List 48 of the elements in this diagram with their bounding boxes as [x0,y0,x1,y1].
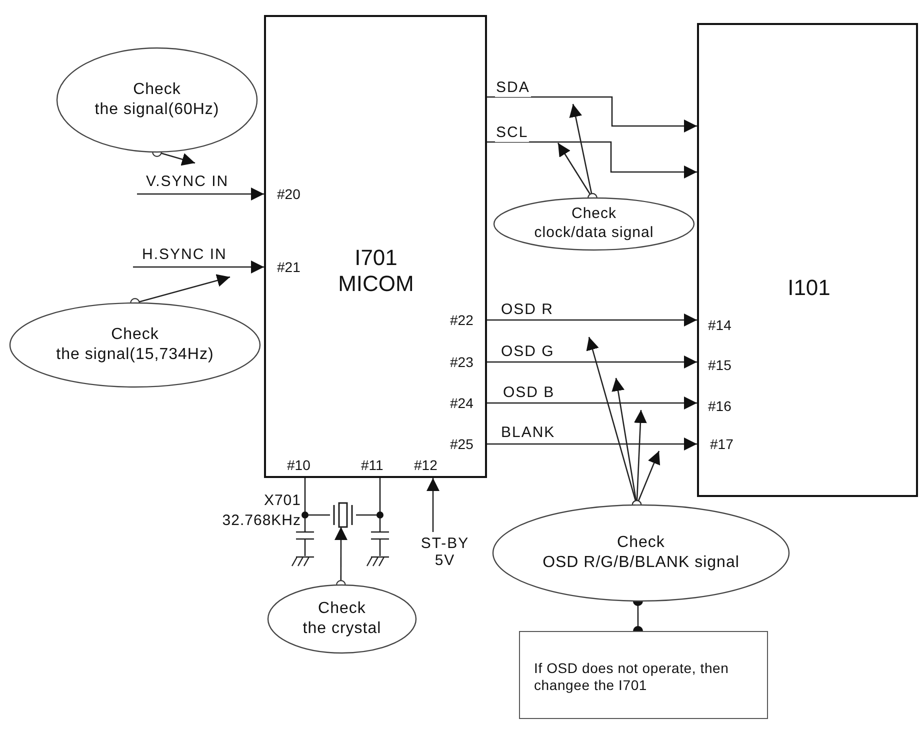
signal-arrow [426,478,440,532]
note-text: Check [133,80,181,100]
check-ellipse [493,505,789,601]
check-ellipse [268,585,416,653]
wire [356,478,381,516]
chip-label: I101 [786,275,832,302]
pin-number: #15 [708,357,732,373]
pin-number: #14 [708,317,732,333]
pin-number: #10 [287,457,310,473]
pin-number: #16 [708,398,732,414]
signal-arrow [137,188,264,200]
note-text: the signal(60Hz) [94,100,220,120]
signal-arrow [487,141,697,178]
pin-number: #17 [710,436,734,452]
signal-arrow [487,96,697,132]
pin-number: #22 [450,312,474,328]
pin-number: #20 [277,186,300,202]
signal-arrow [133,260,264,274]
note-text: If OSD does not operate, then changee the I701 [534,660,730,694]
note-text: Check [111,325,159,345]
signal-arrow [487,438,697,450]
check-ellipse [57,48,257,152]
pin-number: #24 [450,395,474,411]
pin-number: #11 [361,457,384,473]
signal-label: SDA [495,80,531,96]
pin-number: #23 [450,354,474,370]
signal-arrow [487,314,697,326]
signal-label: SCL [495,125,530,142]
note-text: Check [571,205,617,224]
pin-number: #21 [277,259,300,275]
note-text: the signal(15,734Hz) [56,345,214,365]
chip-label: I701 MICOM [337,245,415,298]
pin-number: #12 [414,457,438,473]
note-text: OSD R/G/B/BLANK signal [542,553,740,573]
part-label: X701 32.768KHz [221,491,301,530]
wire [304,478,330,516]
note-text: clock/data signal [534,224,654,243]
check-ellipse [494,198,694,250]
note-text: Check [318,599,366,619]
check-ellipse [10,303,260,387]
chip-box [264,15,487,478]
signal-arrow [487,396,697,410]
note-box [519,631,768,719]
signal-arrow [487,356,697,368]
pin-number: #25 [450,436,474,452]
note-text: the crystal [302,619,382,639]
chip-box [697,23,918,497]
note-text: Check [617,533,665,553]
